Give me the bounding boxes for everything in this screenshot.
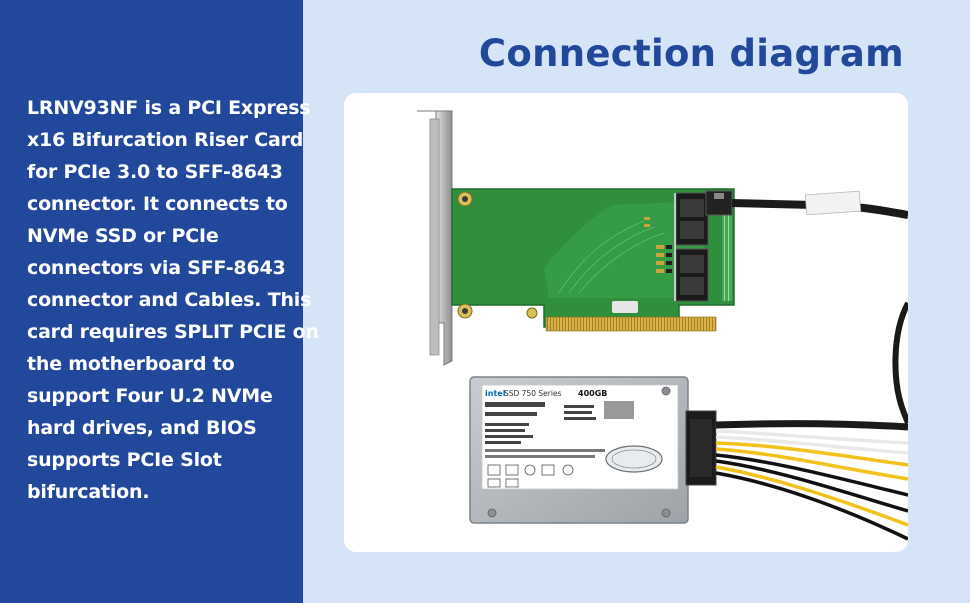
- description-line: LRNV93NF is a PCI Express: [27, 97, 311, 119]
- edge-traces: [722, 193, 732, 301]
- description-line: bifurcation.: [27, 481, 150, 503]
- cert-icons: [487, 464, 574, 488]
- ssd-capacity-text: 400GB: [578, 389, 607, 398]
- smd-components: [644, 217, 664, 273]
- description-line: card requires SPLIT PCIE on: [27, 321, 319, 343]
- description-line: x16 Bifurcation Riser Card: [27, 129, 304, 151]
- power-cable: [715, 420, 908, 541]
- sff8643-cable: [731, 190, 908, 425]
- description-line: for PCIe 3.0 to SFF-8643: [27, 161, 283, 183]
- sff8643-cable-plug: [705, 190, 733, 216]
- description-line: support Four U.2 NVMe: [27, 385, 273, 407]
- page-title: Connection diagram: [478, 32, 904, 75]
- sff8643-ports: [674, 192, 709, 302]
- riser-card-illustration: intel SSD 750 Series 400GB: [417, 110, 908, 541]
- pci-bracket: [417, 110, 453, 366]
- u2-nvme-ssd: intel SSD 750 Series 400GB: [469, 376, 717, 524]
- intel-logo: [605, 445, 663, 473]
- description-line: the motherboard to: [27, 353, 235, 375]
- product-photo: intel SSD 750 Series 400GB: [344, 93, 908, 552]
- product-description: LRNV93NF is a PCI Express x16 Bifurcatio…: [27, 92, 319, 508]
- description-line: NVMe SSD or PCIe: [27, 225, 219, 247]
- ssd-barcodes: [485, 401, 634, 458]
- pcie-gold-fingers: [545, 316, 717, 332]
- pcie-logo: [612, 301, 638, 313]
- description-line: connectors via SFF-8643: [27, 257, 286, 279]
- description-line: connector. It connects to: [27, 193, 288, 215]
- ssd-series-text: SSD 750 Series: [504, 389, 562, 398]
- riser-card: [417, 110, 735, 366]
- mounting-hole: [526, 307, 538, 319]
- description-line: connector and Cables. This: [27, 289, 312, 311]
- left-panel: LRNV93NF is a PCI Express x16 Bifurcatio…: [0, 0, 319, 603]
- description-line: hard drives, and BIOS: [27, 417, 257, 439]
- ssd-brand-text: intel: [485, 389, 506, 398]
- description-line: supports PCIe Slot: [27, 449, 222, 471]
